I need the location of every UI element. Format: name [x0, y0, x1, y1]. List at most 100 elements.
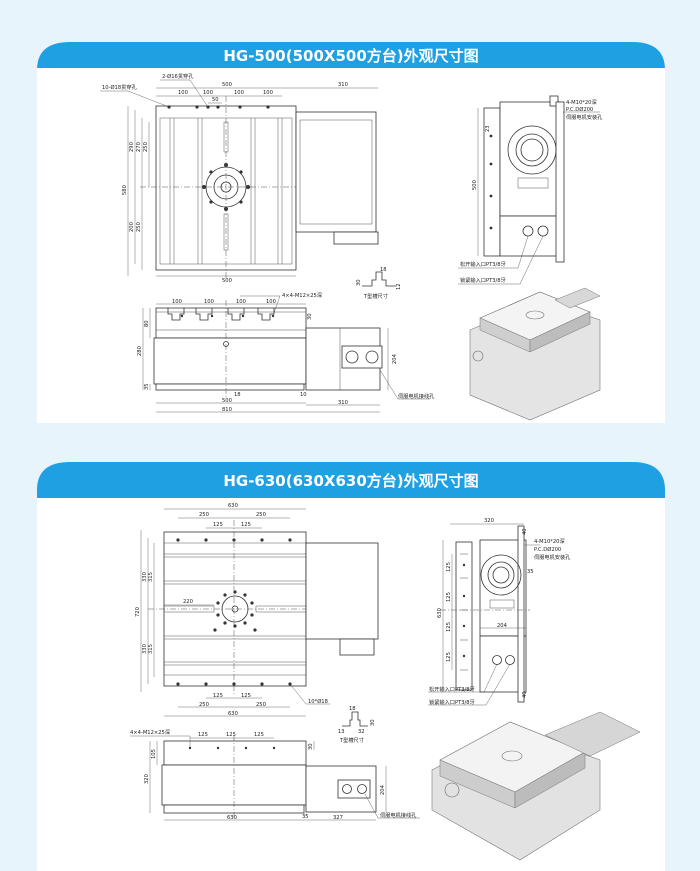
dim-bottom-width: 500 — [222, 278, 232, 284]
dim-end-pitch: 125 — [446, 562, 452, 572]
side-pitch: 125 — [254, 732, 264, 738]
motor-thread-label: 4-M10*20深 — [566, 98, 597, 106]
tslot-label: T型槽尺寸 — [339, 736, 364, 744]
panel-hg630: HG-630(630X630方台)外观尺寸图 — [37, 462, 665, 871]
dim-end-edge-bottom: 40 — [522, 691, 528, 698]
dim-end-height: 630 — [437, 608, 443, 618]
pcd-label: P.C.DØ200 — [566, 106, 593, 113]
side-pitch: 125 — [198, 732, 208, 738]
dim-end-width: 320 — [484, 518, 494, 524]
dim-width: 500 — [222, 82, 232, 88]
panel-hg500: HG-500(500X500方台)外观尺寸图 — [37, 42, 665, 423]
motor-thread-label: 4-M10*20深 — [534, 537, 565, 545]
unclamp-port-label: 松开输入口PT3/8牙 — [460, 260, 506, 268]
dim-left: 315 — [148, 644, 154, 654]
panel-header — [37, 462, 665, 498]
dim-bore: 220 — [183, 599, 193, 605]
panel-header — [37, 42, 665, 70]
dim-left: 250 — [143, 142, 149, 152]
side-view: 4×4-M12×25深 125 125 125 105 320 30 204 6… — [130, 728, 420, 821]
dim-pitch: 125 — [213, 693, 223, 699]
dim-through-holes: 10-Ø18贯穿孔 — [102, 83, 138, 91]
top-view: 630 250 250 125 125 720 330 315 330 315 … — [135, 503, 379, 717]
side-total-height: 280 — [137, 346, 143, 356]
side-pitch: 125 — [226, 732, 236, 738]
side-thread-label: 4×4-M12×25深 — [130, 728, 170, 736]
clamp-port-label: 锁紧输入口PT3/8牙 — [460, 276, 506, 284]
unclamp-port-label: 松开输入口PT3/8牙 — [429, 685, 475, 693]
tslot-width: 18 — [380, 267, 387, 273]
side-key-width: 18 — [234, 392, 241, 398]
side-pitch: 100 — [266, 299, 276, 305]
side-pitch: 100 — [204, 299, 214, 305]
isometric-render-hg630 — [431, 711, 641, 861]
motor-hole-label: 伺服电机安装孔 — [566, 113, 603, 121]
dim-left: 330 — [142, 572, 148, 582]
dim-end-edge: 23 — [485, 125, 491, 132]
dim-left: 200 — [129, 222, 135, 232]
dim-pitch: 250 — [199, 702, 209, 708]
tslot-detail: 18 30 12 T型槽尺寸 — [356, 267, 402, 300]
tslot-depth: 12 — [396, 283, 402, 290]
dim-pitch: 100 — [263, 90, 273, 96]
dim-pitch: 100 — [178, 90, 188, 96]
dim-motor-length: 310 — [338, 82, 348, 88]
side-width: 630 — [227, 815, 237, 821]
clamp-port-label: 锁紧输入口PT3/8牙 — [429, 698, 475, 706]
dim-offset: 50 — [212, 97, 219, 103]
dim-through-holes-2: 2-Ø16贯穿孔 — [162, 72, 194, 80]
motor-hole-label: 伺服电机安装孔 — [534, 553, 571, 561]
tslot-a: 13 — [338, 729, 345, 735]
dim-pitch: 250 — [256, 702, 266, 708]
side-base-height: 35 — [144, 383, 150, 390]
tslot-height: 30 — [356, 279, 362, 286]
side-total-height: 320 — [144, 774, 150, 784]
dim-end-pitch: 125 — [446, 652, 452, 662]
tslot-label: T型槽尺寸 — [363, 292, 388, 300]
side-motor-height: 204 — [380, 784, 386, 795]
side-top-height: 80 — [144, 320, 150, 327]
dim-end-pitch: 125 — [446, 622, 452, 632]
side-tslot-depth: 30 — [308, 743, 314, 750]
dim-pitch: 250 — [256, 512, 266, 518]
side-motor-length: 327 — [333, 815, 343, 821]
side-gap: 35 — [302, 814, 309, 820]
side-view: 4×4-M12×25深 100 100 100 100 80 280 35 30… — [137, 291, 435, 413]
dim-left: 290 — [129, 142, 135, 152]
dim-bottom-width: 630 — [228, 711, 238, 717]
side-pitch: 100 — [236, 299, 246, 305]
dim-end-edge-top: 40 — [522, 528, 528, 535]
side-gap: 10 — [300, 392, 307, 398]
isometric-render-hg500 — [469, 287, 601, 421]
panel-title: HG-630(630X630方台)外观尺寸图 — [223, 472, 478, 490]
tslot-height: 30 — [370, 719, 376, 726]
dim-total-height: 720 — [135, 607, 141, 617]
side-motor-length: 310 — [338, 400, 348, 406]
end-view: 320 40 40 35 4-M10*20深 P.C.DØ200 伺服电机安装孔… — [428, 518, 571, 706]
dim-angle: 35 — [527, 569, 534, 575]
side-width: 500 — [222, 398, 232, 404]
panel-title: HG-500(500X500方台)外观尺寸图 — [223, 47, 478, 65]
side-thread-label: 4×4-M12×25深 — [282, 291, 322, 299]
side-top-height: 105 — [151, 749, 157, 759]
side-total-length: 810 — [222, 407, 232, 413]
side-pitch: 100 — [172, 299, 182, 305]
tslot-b: 32 — [358, 729, 365, 735]
dim-holes: 10*Ø18 — [308, 698, 328, 705]
dim-left: 315 — [148, 572, 154, 582]
dim-pitch: 125 — [241, 522, 251, 528]
dim-pitch: 250 — [199, 512, 209, 518]
cable-hole-label: 伺服电机接线孔 — [380, 811, 417, 819]
tslot-detail: 18 30 13 32 T型槽尺寸 — [338, 706, 376, 744]
dim-width: 630 — [228, 503, 238, 509]
top-view: 10-Ø18贯穿孔 2-Ø16贯穿孔 500 310 100 100 100 1… — [100, 72, 379, 284]
dim-end-height: 500 — [472, 180, 478, 190]
tslot-width: 18 — [349, 706, 356, 712]
dim-pitch: 100 — [203, 90, 213, 96]
pcd-label: P.C.DØ200 — [534, 546, 561, 553]
dim-total-height: 580 — [122, 185, 128, 195]
dim-pitch: 125 — [213, 522, 223, 528]
dim-end-pitch: 125 — [446, 592, 452, 602]
dim-pitch: 100 — [234, 90, 244, 96]
